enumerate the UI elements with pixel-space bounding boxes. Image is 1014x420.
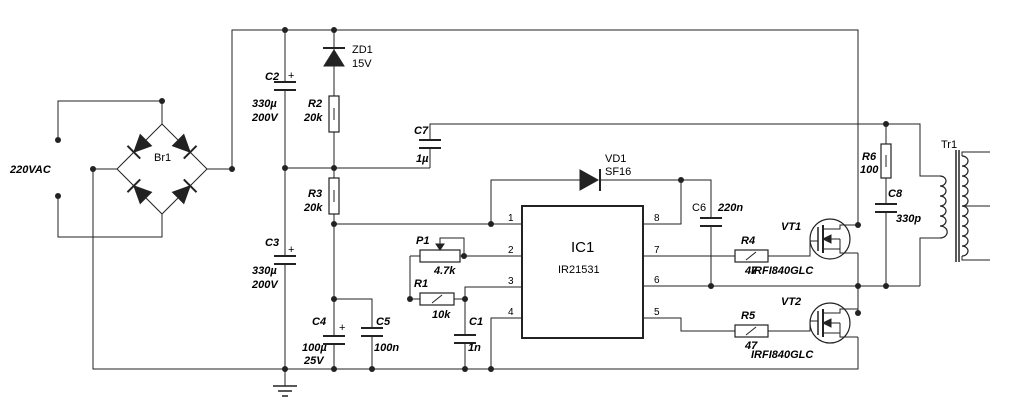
mosfet-vt2 [809, 302, 859, 344]
ic-pin-7: 7 [654, 245, 660, 256]
c6-label: C6 [692, 202, 706, 214]
potentiometer-p1 [419, 243, 470, 263]
r6-label: R6 [862, 151, 877, 163]
ic-pin-2: 2 [508, 245, 514, 256]
c5-value: 100n [374, 342, 399, 354]
vd1-value: SF16 [605, 166, 631, 178]
r6-value: 100 [860, 164, 879, 176]
r4-value: 47 [744, 265, 758, 277]
ic-pin-1: 1 [508, 213, 514, 224]
ic-pin-8: 8 [654, 213, 660, 224]
c4-value-2: 25V [303, 355, 325, 367]
c8-label: C8 [888, 188, 903, 200]
ic1-body [521, 205, 644, 339]
zd1-label: ZD1 [352, 44, 373, 56]
ac-input-label: 220VAC [9, 164, 52, 176]
c2-value-1: 330µ [252, 98, 277, 110]
r2-label: R2 [308, 98, 322, 110]
r3-value: 20k [303, 202, 323, 214]
capacitor-c8 [875, 203, 897, 213]
c3-value-1: 330µ [252, 265, 277, 277]
vt1-part: IRFI840GLC [751, 265, 814, 277]
c1-value: 1n [468, 342, 481, 354]
ic-pin-3: 3 [508, 276, 514, 287]
capacitor-c3: + [274, 244, 296, 265]
resistor-r2 [328, 95, 340, 133]
resistor-r4 [734, 249, 769, 263]
diode-vd1 [579, 169, 601, 191]
c7-label: C7 [414, 125, 429, 137]
resistor-r5 [734, 324, 769, 338]
svg-text:+: + [339, 322, 345, 334]
bridge-rectifier [116, 123, 208, 215]
c7-value: 1µ [416, 153, 429, 165]
c5-label: C5 [376, 316, 391, 328]
r4-label: R4 [741, 235, 755, 247]
vt1-label: VT1 [781, 221, 801, 233]
c4-label: C4 [312, 316, 326, 328]
tr1-label: Tr1 [941, 139, 957, 151]
r5-label: R5 [741, 310, 756, 322]
c1-label: C1 [469, 316, 483, 328]
p1-label: P1 [416, 235, 429, 247]
c3-label: C3 [265, 237, 279, 249]
ic-pin-5: 5 [654, 307, 660, 318]
svg-text:+: + [288, 244, 294, 256]
zener-zd1 [323, 47, 345, 72]
c4-value-1: 100µ [302, 342, 327, 354]
resistor-r3 [328, 177, 340, 215]
r1-value: 10k [432, 309, 451, 321]
br1-label: Br1 [154, 152, 171, 164]
svg-text:+: + [288, 70, 294, 82]
junction-dots [55, 27, 889, 372]
wires [57, 29, 990, 386]
capacitor-c4: + [323, 322, 345, 345]
capacitor-c7 [419, 139, 441, 149]
ic1-part: IR21531 [558, 264, 600, 276]
vt2-label: VT2 [781, 296, 801, 308]
c6-value: 220n [717, 202, 743, 214]
vt2-part: IRFI840GLC [751, 349, 814, 361]
ic1-label: IC1 [571, 239, 594, 256]
resistor-r1 [419, 292, 455, 306]
mosfet-vt1 [809, 218, 858, 260]
c8-value: 330p [896, 213, 921, 225]
transformer-tr1 [939, 150, 969, 262]
resistor-r6 [880, 143, 892, 179]
r2-value: 20k [303, 112, 323, 124]
c2-label: C2 [265, 71, 279, 83]
ic-pin-4: 4 [508, 307, 514, 318]
ic-pin-6: 6 [654, 275, 660, 286]
capacitor-c5 [361, 327, 383, 337]
capacitor-c6 [700, 217, 722, 227]
capacitor-c2: + [274, 70, 296, 91]
c2-value-2: 200V [251, 112, 279, 124]
r5-value: 47 [744, 340, 758, 352]
capacitor-c1 [454, 334, 476, 344]
vd1-label: VD1 [605, 153, 626, 165]
c3-value-2: 200V [251, 279, 279, 291]
p1-value: 4.7k [433, 265, 456, 277]
r1-label: R1 [414, 278, 428, 290]
r3-label: R3 [308, 188, 322, 200]
ground-symbol [273, 385, 297, 397]
zd1-value: 15V [352, 58, 372, 70]
